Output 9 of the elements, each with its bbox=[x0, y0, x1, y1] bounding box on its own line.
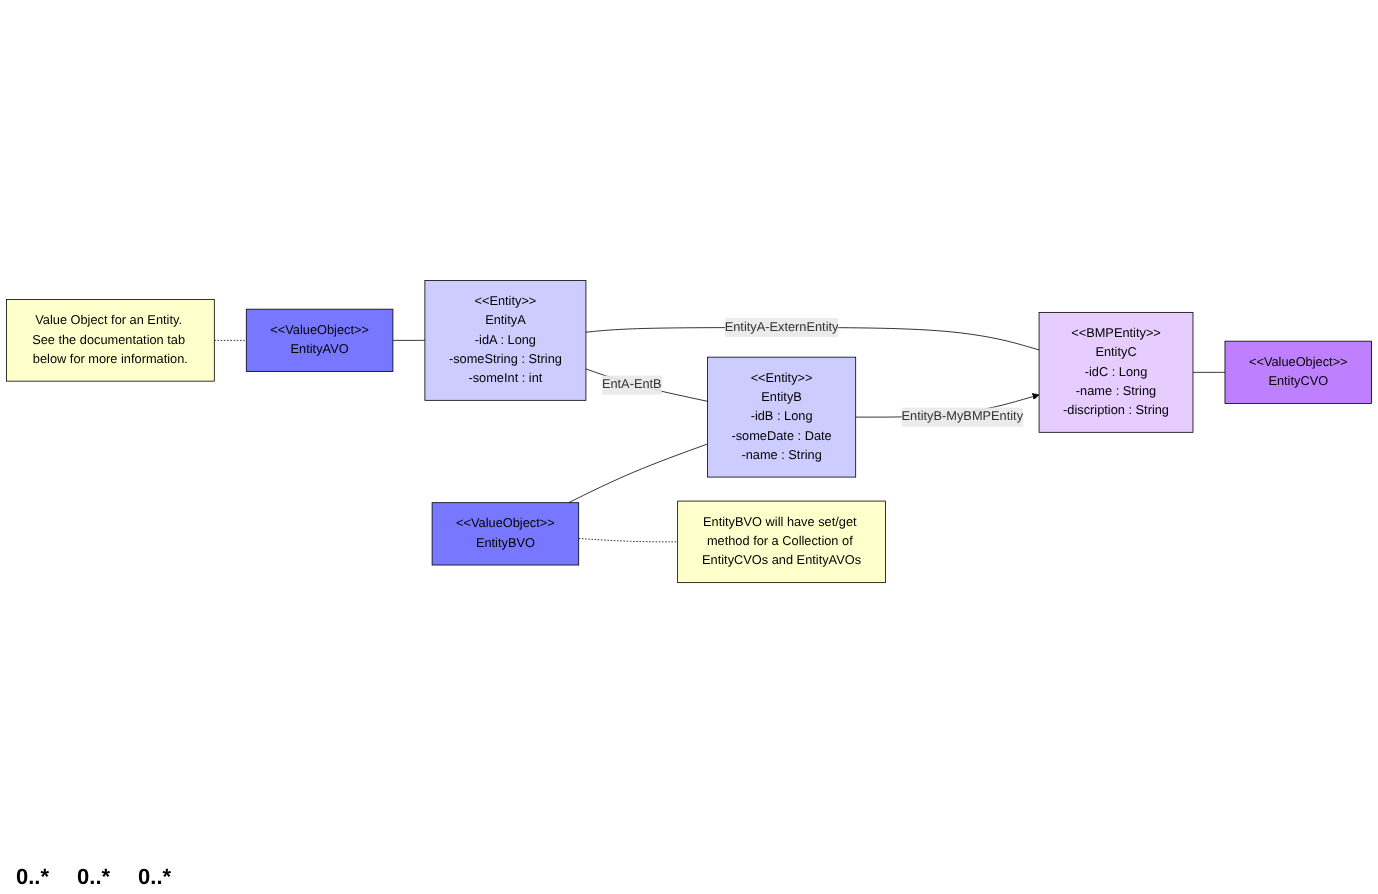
connector bbox=[585, 367, 708, 402]
multiplicity-label: 0..* bbox=[16, 866, 50, 890]
multiplicity-label: 0..* bbox=[77, 866, 111, 890]
connector bbox=[578, 537, 679, 542]
connector bbox=[1192, 371, 1226, 373]
connector bbox=[213, 339, 247, 341]
connector bbox=[568, 443, 708, 503]
multiplicity-label: 0..* bbox=[138, 866, 172, 890]
connector bbox=[392, 339, 426, 341]
